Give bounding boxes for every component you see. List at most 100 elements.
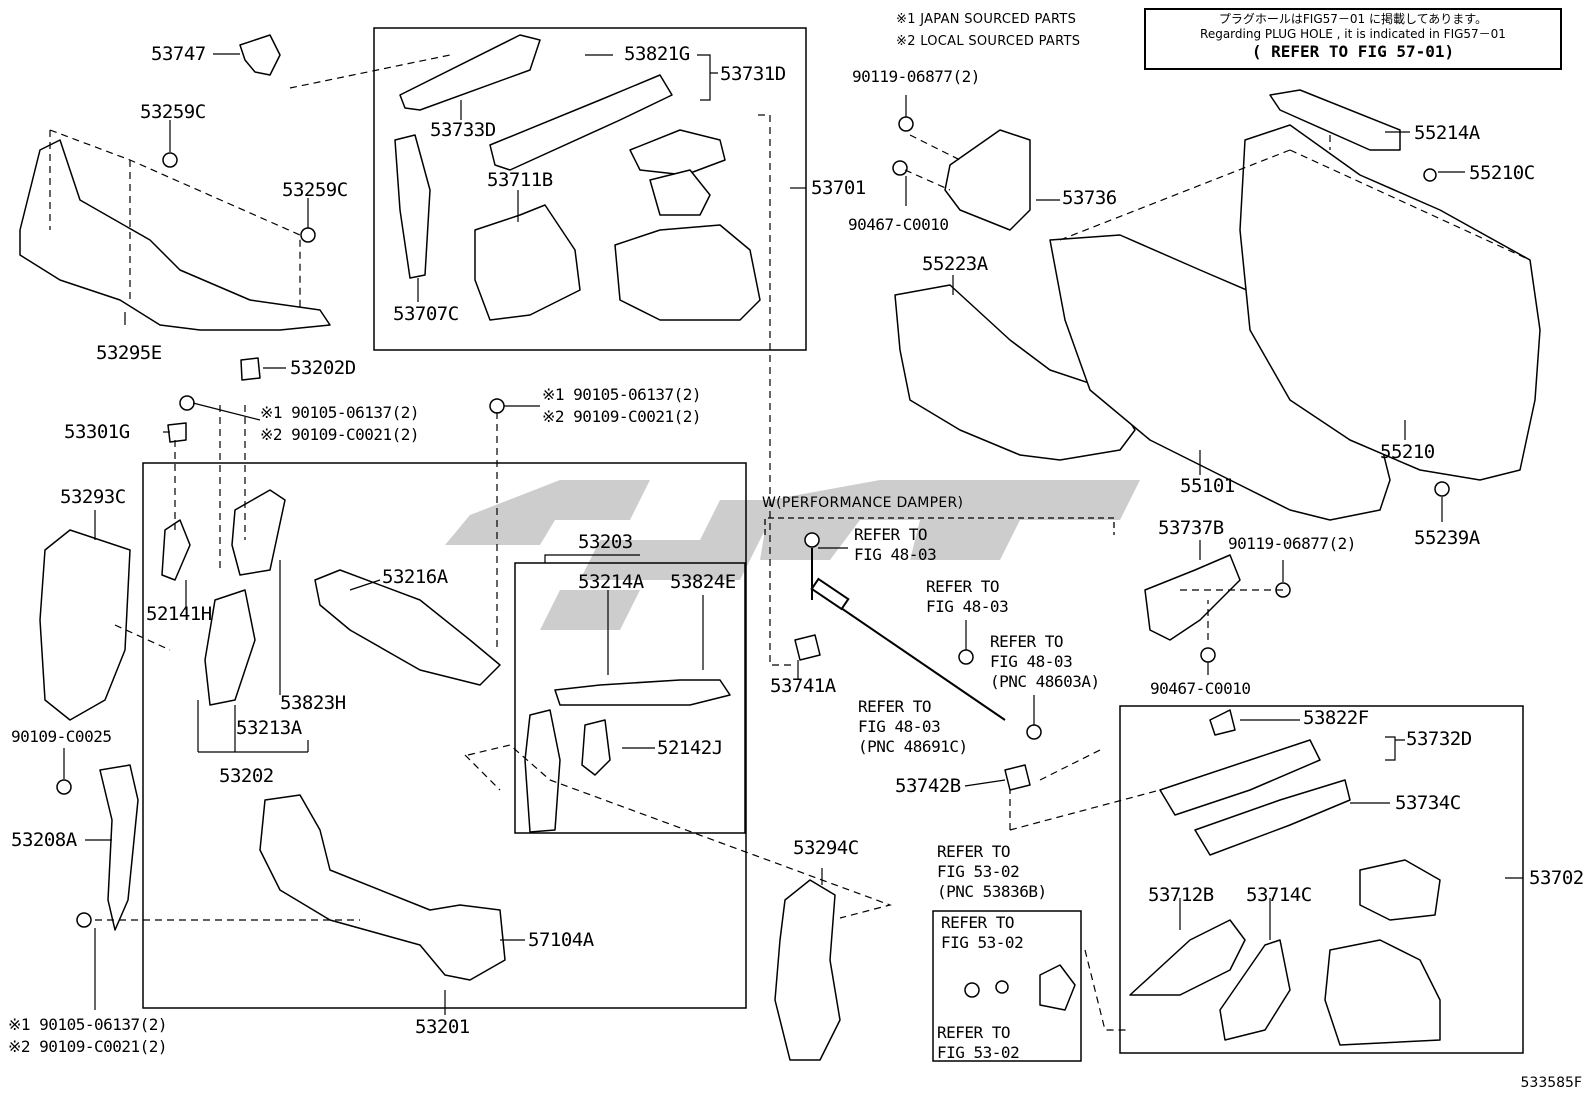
- part-ref-53-02-bracket: [1039, 964, 1076, 1011]
- part-53301g-stopper: [167, 422, 187, 443]
- ref-fig-53-02-a-title: REFER TO: [937, 842, 1011, 861]
- part-53295e-cowl: [19, 139, 331, 331]
- ref-fig-53-02-c-link[interactable]: FIG 53-02: [937, 1043, 1020, 1062]
- refer-plug-hole-box: プラグホールはFIG57－01 に掲載してあります。 Regarding PLU…: [1144, 8, 1562, 70]
- label-bolt-bottom-1[interactable]: ※1 90105-06137(2): [8, 1015, 168, 1034]
- part-53741a-bracket: [794, 634, 821, 661]
- ref-fig-48-03-a-title: REFER TO: [854, 525, 928, 544]
- ref-fig-48-03-c-link[interactable]: FIG 48-03: [990, 652, 1073, 671]
- group-box-53203: [514, 562, 746, 834]
- label-53733d[interactable]: 53733D: [430, 119, 496, 141]
- fastener-bolt-bottom: [76, 912, 92, 928]
- part-53822f-bracket: [1209, 709, 1236, 736]
- label-53293c[interactable]: 53293C: [60, 486, 126, 508]
- part-53701-mount: [649, 169, 711, 216]
- figure-code: 533585F: [1520, 1075, 1583, 1091]
- label-90467-c0010-top[interactable]: 90467-C0010: [848, 215, 949, 234]
- part-53747-clip: [239, 34, 281, 76]
- label-90119-06877-top[interactable]: 90119-06877(2): [852, 67, 980, 86]
- label-90467-c0010-mid[interactable]: 90467-C0010: [1150, 679, 1251, 698]
- label-53747[interactable]: 53747: [151, 43, 206, 65]
- label-52141h[interactable]: 52141H: [146, 603, 212, 625]
- label-53208a[interactable]: 53208A: [11, 829, 77, 851]
- fastener-90467-mid: [1200, 647, 1216, 663]
- label-53821g[interactable]: 53821G: [624, 43, 690, 65]
- label-53214a[interactable]: 53214A: [578, 571, 644, 593]
- ref-fig-53-02-c-title: REFER TO: [937, 1023, 1011, 1042]
- label-90119-06877-mid[interactable]: 90119-06877(2): [1228, 534, 1356, 553]
- refbox-refer-link[interactable]: ( REFER TO FIG 57-01): [1251, 42, 1455, 61]
- label-53732d[interactable]: 53732D: [1406, 728, 1472, 750]
- label-bolt-left-2[interactable]: ※2 90109-C0021(2): [260, 425, 420, 444]
- fastener-damper-nut-a: [958, 649, 974, 665]
- fastener-90109-c0025: [56, 779, 72, 795]
- label-53734c[interactable]: 53734C: [1395, 792, 1461, 814]
- label-55214a[interactable]: 55214A: [1414, 122, 1480, 144]
- label-53737b[interactable]: 53737B: [1158, 517, 1224, 539]
- label-52142j[interactable]: 52142J: [657, 737, 723, 759]
- label-90109-c0025[interactable]: 90109-C0025: [11, 727, 112, 746]
- label-53823h[interactable]: 53823H: [280, 692, 346, 714]
- part-53702-tower: [1324, 939, 1441, 1046]
- label-53712b[interactable]: 53712B: [1148, 884, 1214, 906]
- dashed-guide-lines: [49, 54, 1531, 1031]
- ref-fig-53-02-b-link[interactable]: FIG 53-02: [941, 933, 1024, 952]
- label-53736[interactable]: 53736: [1062, 187, 1117, 209]
- fastener-damper-top: [804, 532, 820, 548]
- label-53259c-a[interactable]: 53259C: [140, 101, 206, 123]
- label-53203[interactable]: 53203: [578, 531, 633, 553]
- part-53742b-bracket: [1004, 764, 1031, 791]
- label-53822f[interactable]: 53822F: [1303, 707, 1369, 729]
- part-53823h-bracket: [231, 489, 286, 576]
- label-53741a[interactable]: 53741A: [770, 675, 836, 697]
- part-53732d-rail: [1159, 739, 1321, 816]
- part-53216a-panel: [314, 569, 501, 686]
- ref-fig-48-03-d-link[interactable]: FIG 48-03: [858, 717, 941, 736]
- label-bolt-mid-1[interactable]: ※1 90105-06137(2): [542, 385, 702, 404]
- label-53213a[interactable]: 53213A: [236, 717, 302, 739]
- label-53824e[interactable]: 53824E: [670, 571, 736, 593]
- label-53216a[interactable]: 53216A: [382, 566, 448, 588]
- part-52142j-bracket: [581, 719, 611, 776]
- label-53714c[interactable]: 53714C: [1246, 884, 1312, 906]
- label-bolt-mid-2[interactable]: ※2 90109-C0021(2): [542, 407, 702, 426]
- ref-fig-48-03-b-link[interactable]: FIG 48-03: [926, 597, 1009, 616]
- part-53294c-duct: [774, 879, 841, 1061]
- performance-damper-label: W(PERFORMANCE DAMPER): [762, 495, 964, 511]
- label-55101[interactable]: 55101: [1180, 475, 1235, 497]
- ref-fig-53-02-a-link[interactable]: FIG 53-02: [937, 862, 1020, 881]
- label-53202[interactable]: 53202: [219, 765, 274, 787]
- part-53701-cap: [629, 129, 726, 176]
- label-53707c[interactable]: 53707C: [393, 303, 459, 325]
- label-55210[interactable]: 55210: [1380, 441, 1435, 463]
- refbox-japanese-line: プラグホールはFIG57－01 に掲載してあります。: [1218, 12, 1488, 26]
- part-53293c-duct: [39, 529, 131, 721]
- label-53201[interactable]: 53201: [415, 1016, 470, 1038]
- label-bolt-left-1[interactable]: ※1 90105-06137(2): [260, 403, 420, 422]
- part-53714c-brace: [1219, 939, 1291, 1041]
- label-53711b[interactable]: 53711B: [487, 169, 553, 191]
- label-53301g[interactable]: 53301G: [64, 421, 130, 443]
- label-57104a[interactable]: 57104A: [528, 929, 594, 951]
- group-box-ref-53-02: [932, 910, 1082, 1062]
- part-53733d-rail: [399, 34, 541, 111]
- label-53702[interactable]: 53702: [1529, 867, 1584, 889]
- part-53707c-brace: [394, 134, 431, 279]
- label-53294c[interactable]: 53294C: [793, 837, 859, 859]
- ref-fig-53-02-b-title: REFER TO: [941, 913, 1015, 932]
- ref-fig-48-03-a-link[interactable]: FIG 48-03: [854, 545, 937, 564]
- label-55223a[interactable]: 55223A: [922, 253, 988, 275]
- fastener-ref-53-02: [964, 982, 980, 998]
- label-bolt-bottom-2[interactable]: ※2 90109-C0021(2): [8, 1037, 168, 1056]
- label-55239a[interactable]: 55239A: [1414, 527, 1480, 549]
- label-53202d[interactable]: 53202D: [290, 357, 356, 379]
- label-53701[interactable]: 53701: [811, 177, 866, 199]
- ref-fig-48-03-c-title: REFER TO: [990, 632, 1064, 651]
- part-55101-dash-panel: [1049, 234, 1391, 521]
- label-55210c[interactable]: 55210C: [1469, 162, 1535, 184]
- label-53742b[interactable]: 53742B: [895, 775, 961, 797]
- label-53731d[interactable]: 53731D: [720, 63, 786, 85]
- label-53259c-b[interactable]: 53259C: [282, 179, 348, 201]
- label-53295e[interactable]: 53295E: [96, 342, 162, 364]
- part-53712b-apron: [1129, 919, 1246, 996]
